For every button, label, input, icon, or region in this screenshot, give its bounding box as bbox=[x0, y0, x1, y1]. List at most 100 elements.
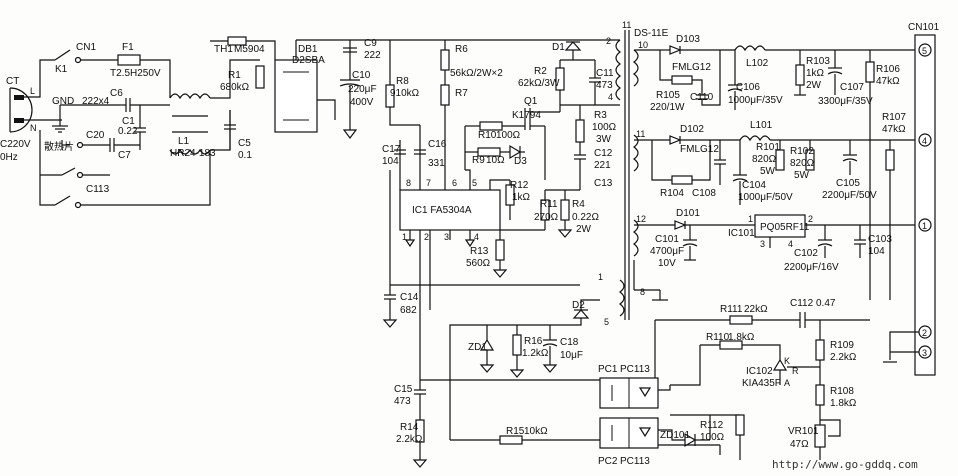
label-c108: C108 bbox=[692, 188, 716, 199]
label-transformer: DS-11E bbox=[634, 28, 669, 39]
label-r6: R6 bbox=[455, 44, 468, 55]
label-l1-part: HR24-183 bbox=[170, 148, 216, 159]
label-r101: R101 bbox=[756, 142, 780, 153]
label-d102: D102 bbox=[680, 124, 704, 135]
ground-icon bbox=[479, 364, 495, 373]
ground-icon bbox=[61, 140, 70, 150]
component-labels: CT L N C220V 0Hz K1 CN1 F1 T2.5H250V GND… bbox=[0, 22, 940, 467]
label-r3-power: 3W bbox=[596, 134, 612, 145]
label-pc2: PC2 bbox=[598, 456, 618, 467]
label-r13-value: 560Ω bbox=[466, 258, 491, 269]
label-l102: L102 bbox=[746, 58, 769, 69]
label-r110-value: 1.8kΩ bbox=[728, 332, 755, 343]
label-c102-value: 2200μF/16V bbox=[784, 262, 839, 273]
label-r109-value: 2.2kΩ bbox=[830, 352, 857, 363]
pin-numbers: 1 2 4 5 8 10 11 12 11 8 7 6 5 1 2 3 4 1 … bbox=[402, 20, 927, 358]
label-c1-value: 0.22 bbox=[118, 126, 138, 137]
bridge-db1 bbox=[274, 59, 318, 133]
label-c10-cap: 220μF bbox=[348, 84, 377, 95]
diode-d3 bbox=[509, 144, 522, 160]
pin-cn-5: 5 bbox=[922, 46, 927, 56]
label-c104-value: 1000μF/50V bbox=[738, 192, 793, 203]
ground-icon bbox=[509, 369, 525, 378]
label-c107: C107 bbox=[840, 82, 864, 93]
ac-input-section bbox=[9, 36, 336, 209]
label-r105-value: 220/1W bbox=[650, 102, 685, 113]
label-d101: D101 bbox=[676, 208, 700, 219]
label-d102-part: FMLG12 bbox=[680, 144, 719, 155]
pin-t11-top: 11 bbox=[622, 20, 631, 30]
label-c20: C20 bbox=[86, 130, 105, 141]
label-c18: C18 bbox=[560, 337, 579, 348]
pin-ic-1: 1 bbox=[402, 232, 407, 242]
label-r8-value: 910kΩ bbox=[390, 88, 420, 99]
label-r12-value: 1kΩ bbox=[512, 192, 531, 203]
label-r103-power: 2W bbox=[806, 80, 822, 91]
label-r9: R9 bbox=[472, 155, 485, 166]
label-r2: R2 bbox=[534, 66, 547, 77]
label-c9-value: 222 bbox=[364, 50, 381, 61]
ground-icon bbox=[464, 239, 476, 248]
pin-t4: 4 bbox=[608, 92, 613, 102]
label-r10: R10 bbox=[478, 130, 497, 141]
label-l101: L101 bbox=[750, 120, 773, 131]
inductor-l102 bbox=[734, 45, 766, 52]
ground-icon bbox=[52, 120, 68, 133]
label-c104: C104 bbox=[742, 180, 766, 191]
label-r11: R11 bbox=[540, 199, 558, 210]
label-r111: R111 bbox=[720, 304, 743, 315]
label-r6-value: 56kΩ/2W×2 bbox=[450, 68, 503, 79]
pin-cn-2: 2 bbox=[922, 328, 927, 338]
label-ic102: IC102 bbox=[746, 366, 773, 377]
label-q1-part: K1794 bbox=[512, 110, 541, 121]
ac-plug-shape bbox=[9, 87, 33, 133]
inductor-l101 bbox=[739, 135, 771, 142]
label-heatsink: 散热片 bbox=[44, 140, 74, 153]
label-c11: C11 bbox=[596, 68, 614, 79]
pin-t1: 1 bbox=[598, 272, 603, 282]
label-r3: R3 bbox=[594, 110, 607, 121]
label-c15: C15 bbox=[394, 384, 413, 395]
label-r101-power: 5W bbox=[760, 166, 776, 177]
label-f1-rating: T2.5H250V bbox=[110, 68, 161, 79]
label-c16: C16 bbox=[428, 139, 447, 150]
label-c101-voltage: 10V bbox=[658, 258, 676, 269]
label-c6: C6 bbox=[110, 88, 123, 99]
diode-d2 bbox=[572, 309, 590, 319]
pin-t5: 5 bbox=[604, 317, 609, 327]
pin-t10: 10 bbox=[638, 40, 648, 50]
label-k1: K1 bbox=[55, 64, 68, 75]
label-c14-value: 682 bbox=[400, 305, 417, 316]
label-c106-value: 1000μF/35V bbox=[728, 95, 783, 106]
label-pin-a: A bbox=[784, 378, 790, 388]
label-r3-value: 100Ω bbox=[592, 122, 617, 133]
label-cn101: CN101 bbox=[908, 22, 940, 33]
label-r102-value: 820Ω bbox=[790, 158, 815, 169]
label-r13: R13 bbox=[470, 246, 489, 257]
label-pc2-part: PC113 bbox=[620, 456, 650, 467]
label-th1: TH1 bbox=[214, 44, 233, 55]
label-c18-value: 10μF bbox=[560, 350, 583, 361]
pin-t12: 12 bbox=[636, 214, 646, 224]
label-r15: R15 bbox=[506, 426, 525, 437]
label-zd1: ZD1 bbox=[468, 342, 487, 353]
pin-ic-3: 3 bbox=[444, 232, 449, 242]
label-pin-r: R bbox=[792, 366, 799, 376]
label-r104: R104 bbox=[660, 188, 684, 199]
label-vr101: VR101 bbox=[788, 426, 819, 437]
label-c110: C110 bbox=[690, 92, 714, 103]
label-r109: R109 bbox=[830, 340, 854, 351]
label-c9: C9 bbox=[364, 38, 377, 49]
label-c12-value: 221 bbox=[594, 160, 611, 171]
label-r9-value: 10Ω bbox=[486, 155, 505, 166]
label-q1: Q1 bbox=[524, 96, 538, 107]
label-c5-value: 0.1 bbox=[238, 150, 252, 161]
label-r103: R103 bbox=[806, 56, 830, 67]
label-c7: C7 bbox=[118, 150, 131, 161]
pin-t11: 11 bbox=[636, 129, 645, 139]
label-r4-value: 0.22Ω bbox=[572, 212, 599, 223]
watermark-url: http://www.go-gddq.com bbox=[772, 458, 918, 471]
pin-cn-4: 4 bbox=[922, 136, 927, 146]
pin-reg-2: 2 bbox=[808, 214, 813, 224]
connector-cn101 bbox=[914, 34, 936, 376]
